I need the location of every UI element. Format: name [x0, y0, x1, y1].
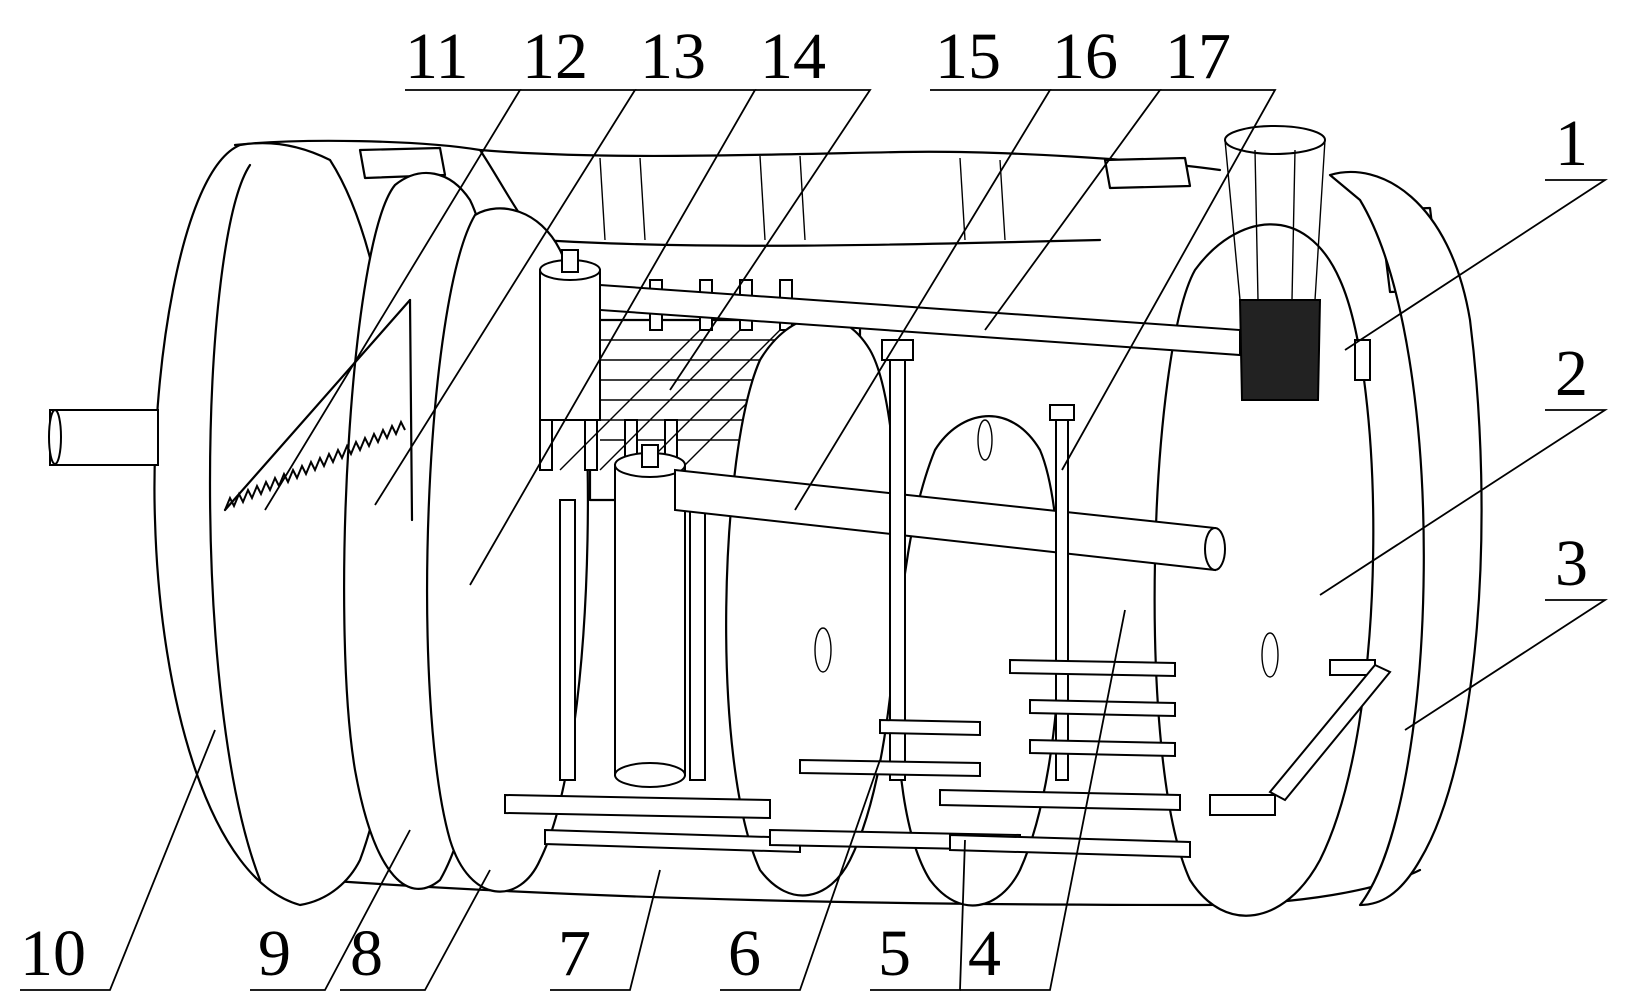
vertical-column-left — [539, 249, 601, 421]
sawtooth-weir-11 — [223, 298, 414, 522]
callout-3: 3 — [1555, 527, 1588, 600]
partition-6 — [725, 316, 899, 897]
callout-14: 14 — [760, 20, 826, 93]
callout-6: 6 — [728, 917, 761, 990]
callout-8: 8 — [350, 917, 383, 990]
callout-15: 15 — [935, 20, 1001, 93]
callout-12: 12 — [522, 20, 588, 93]
callout-labels: 11 12 13 14 15 16 17 1 2 3 10 9 8 7 6 5 … — [20, 20, 1588, 990]
callout-5: 5 — [878, 917, 911, 990]
callout-16: 16 — [1052, 20, 1118, 93]
outlet-elbow-pipe — [1209, 659, 1392, 816]
leader-lines — [20, 89, 1609, 991]
callout-1: 1 — [1555, 107, 1588, 180]
callout-7: 7 — [558, 917, 591, 990]
pipe-15 — [674, 468, 1226, 572]
pipe-16 — [599, 283, 1241, 357]
inlet-pipe-left — [48, 409, 159, 466]
callout-13: 13 — [640, 20, 706, 93]
callout-11: 11 — [405, 20, 469, 93]
pipe-17 — [1049, 404, 1075, 781]
callout-4: 4 — [968, 917, 1001, 990]
vertical-tank-center — [614, 444, 686, 788]
callout-17: 17 — [1165, 20, 1231, 93]
callout-2: 2 — [1555, 337, 1588, 410]
end-cap-3 — [1328, 170, 1483, 907]
callout-9: 9 — [258, 917, 291, 990]
end-cap-10 — [153, 142, 403, 907]
bottom-pipes — [504, 658, 1191, 859]
callout-10: 10 — [20, 917, 86, 990]
vertical-pipe-mid — [881, 339, 914, 781]
